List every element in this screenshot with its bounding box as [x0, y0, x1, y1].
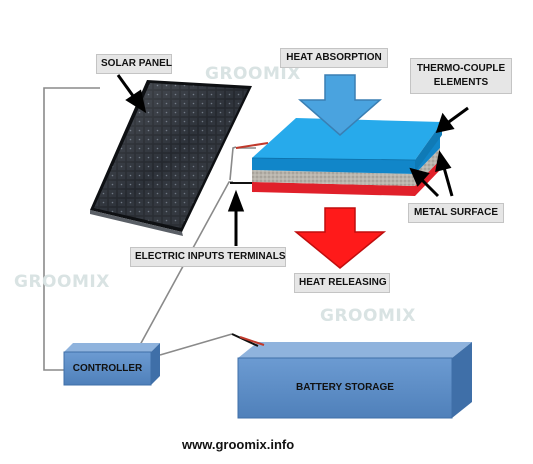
solar-panel	[90, 80, 252, 236]
wire-panel-to-controller	[43, 87, 100, 371]
label-electric-inputs-terminals: ELECTRIC INPUTS TERMINALS	[130, 247, 286, 267]
watermark-top: GROOMIX	[205, 64, 301, 84]
website-url: www.groomix.info	[182, 437, 295, 452]
heat-releasing-arrow	[293, 207, 387, 269]
pointer-thermocouple	[445, 106, 469, 126]
wire-red-lead	[235, 142, 269, 149]
battery-storage-label: BATTERY STORAGE	[296, 382, 394, 393]
thermocouple-stack	[251, 118, 442, 196]
label-heat-releasing: HEAT RELEASING	[294, 273, 390, 293]
heat-absorption-arrow	[298, 74, 382, 136]
pointer-metal-surface-1	[418, 176, 440, 198]
controller-label: CONTROLLER	[72, 363, 143, 374]
label-metal-surface: METAL SURFACE	[408, 203, 504, 223]
battery-red-lead	[239, 336, 265, 346]
wire-controller-to-battery	[159, 333, 233, 356]
wire-panel-to-terminal	[229, 146, 237, 181]
watermark-right: GROOMIX	[320, 306, 416, 326]
label-heat-absorption: HEAT ABSORPTION	[280, 48, 388, 68]
watermark-left: GROOMIX	[14, 272, 110, 292]
battery-box	[237, 342, 472, 419]
label-solar-panel: SOLAR PANEL	[96, 54, 172, 74]
pointer-arrows	[116, 74, 469, 246]
label-thermocouple-elements: THERMO-COUPLE ELEMENTS	[410, 58, 512, 94]
controller-box	[63, 343, 160, 386]
battery-black-lead	[231, 333, 259, 347]
